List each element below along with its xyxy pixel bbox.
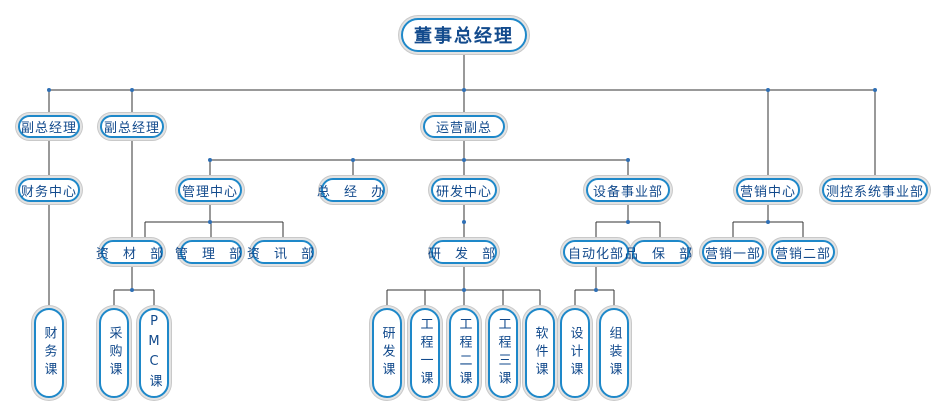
node-rd-center: 研发中心: [431, 178, 497, 202]
node-qa-dept: 品 保 部: [625, 240, 692, 264]
node-assembly-section: 组装课: [599, 308, 629, 398]
node-mgmt-dept: 管 理 部: [175, 240, 242, 264]
node-automation-dept: 自动化部: [563, 240, 629, 264]
node-vp-1: 副总经理: [18, 115, 80, 138]
node-finance-section: 财务课: [34, 308, 64, 398]
node-mc-division: 测控系统事业部: [822, 178, 928, 202]
node-pmc-section: PMC课: [139, 308, 169, 398]
node-eng1-section: 工程一课: [410, 308, 440, 398]
node-sales-1: 营销一部: [702, 240, 764, 264]
node-chairman: 董事总经理: [401, 18, 527, 52]
node-rd-dept: 研 发 部: [428, 240, 497, 264]
node-sales-center: 营销中心: [736, 178, 800, 202]
node-rd-section: 研发课: [372, 308, 402, 398]
node-it-dept: 资 讯 部: [247, 240, 314, 264]
node-sales-2: 营销二部: [771, 240, 835, 264]
node-eng2-section: 工程二课: [449, 308, 479, 398]
node-gm-office: 总 经 办: [317, 178, 385, 202]
node-materials-dept: 资 材 部: [96, 240, 163, 264]
node-software-section: 软件课: [525, 308, 555, 398]
node-equipment-division: 设备事业部: [586, 178, 670, 202]
node-vp-2: 副总经理: [100, 115, 164, 138]
node-eng3-section: 工程三课: [488, 308, 518, 398]
node-mgmt-center: 管理中心: [178, 178, 242, 202]
node-finance-center: 财务中心: [18, 178, 80, 202]
node-ops-vp: 运营副总: [423, 115, 505, 138]
node-purchasing-section: 采购课: [99, 308, 129, 398]
node-design-section: 设计课: [560, 308, 590, 398]
